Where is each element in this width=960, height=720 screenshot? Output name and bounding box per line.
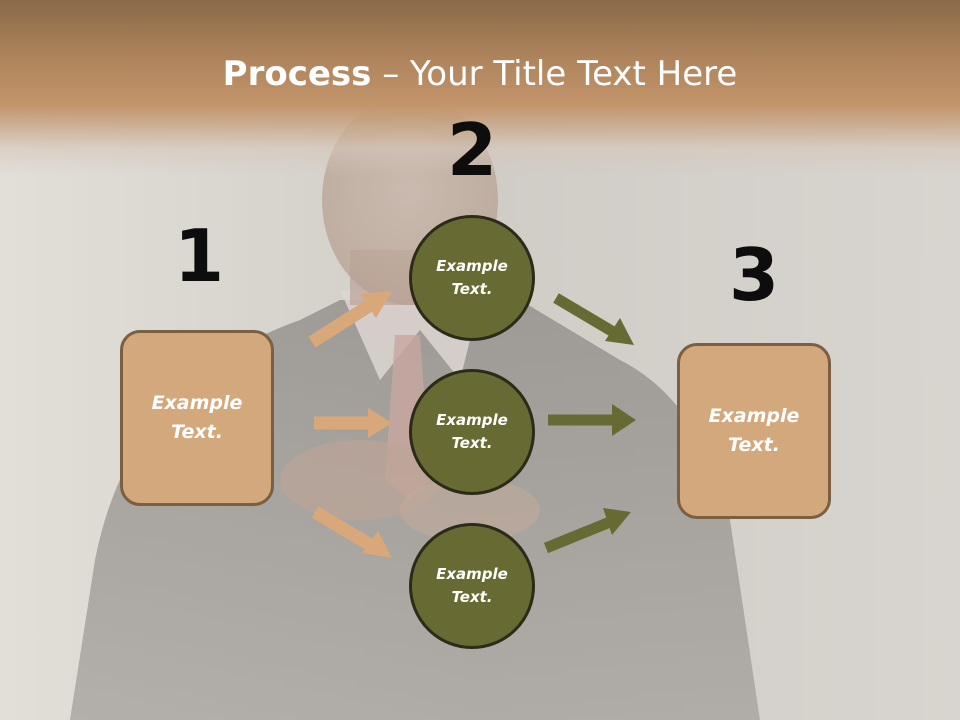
step-number-2: 2 xyxy=(446,108,498,192)
slide-title: Process – Your Title Text Here xyxy=(0,52,960,96)
step-3-text: Example Text. xyxy=(708,405,800,456)
circle-bottom-text: Example Text. xyxy=(436,565,508,606)
title-bold: Process xyxy=(222,54,372,94)
title-band xyxy=(0,0,960,175)
circle-top-text: Example Text. xyxy=(436,257,508,298)
title-separator: – xyxy=(371,54,411,94)
step-1-text: Example Text. xyxy=(151,392,243,443)
circle-top: Example Text. xyxy=(409,215,535,341)
arrow-box1-to-circle-top xyxy=(308,291,392,348)
title-rest: Your Title Text Here xyxy=(410,54,738,94)
step-3-box: Example Text. xyxy=(677,343,831,519)
arrow-box1-to-circle-middle xyxy=(314,408,392,438)
arrow-circle-middle-to-box3 xyxy=(548,404,636,436)
step-1-box: Example Text. xyxy=(120,330,274,506)
circle-bottom: Example Text. xyxy=(409,523,535,649)
circle-middle: Example Text. xyxy=(409,369,535,495)
arrow-circle-top-to-box3 xyxy=(553,293,634,345)
arrow-box1-to-circle-bottom xyxy=(311,506,392,558)
step-number-1: 1 xyxy=(173,214,225,298)
step-number-3: 3 xyxy=(728,233,780,317)
circle-middle-text: Example Text. xyxy=(436,411,508,452)
arrow-circle-bottom-to-box3 xyxy=(543,508,631,554)
